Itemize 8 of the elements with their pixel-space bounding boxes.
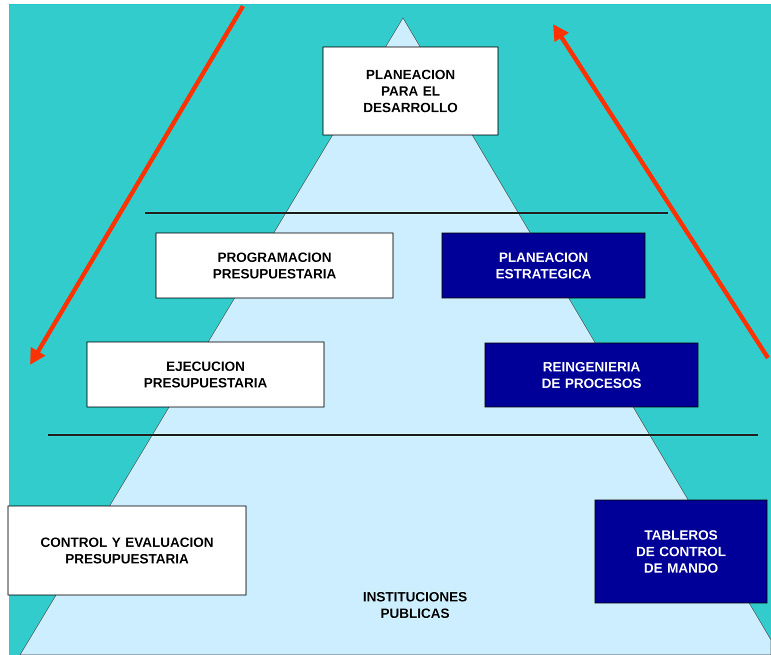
pyramid-label: INSTITUCIONES PUBLICAS — [364, 592, 467, 618]
box: EJECUCION PRESUPUESTARIA — [86, 342, 324, 408]
box: REINGENIERIA DE PROCESOS — [484, 342, 698, 408]
box: PROGRAMACION PRESUPUESTARIA — [156, 232, 394, 298]
box: CONTROL Y EVALUACION PRESUPUESTARIA — [8, 506, 246, 596]
box: TABLEROS DE CONTROL DE MANDO — [594, 500, 768, 604]
box: PLANEACION PARA EL DESARROLLO — [322, 46, 498, 136]
box: PLANEACION ESTRATEGICA — [442, 232, 646, 298]
